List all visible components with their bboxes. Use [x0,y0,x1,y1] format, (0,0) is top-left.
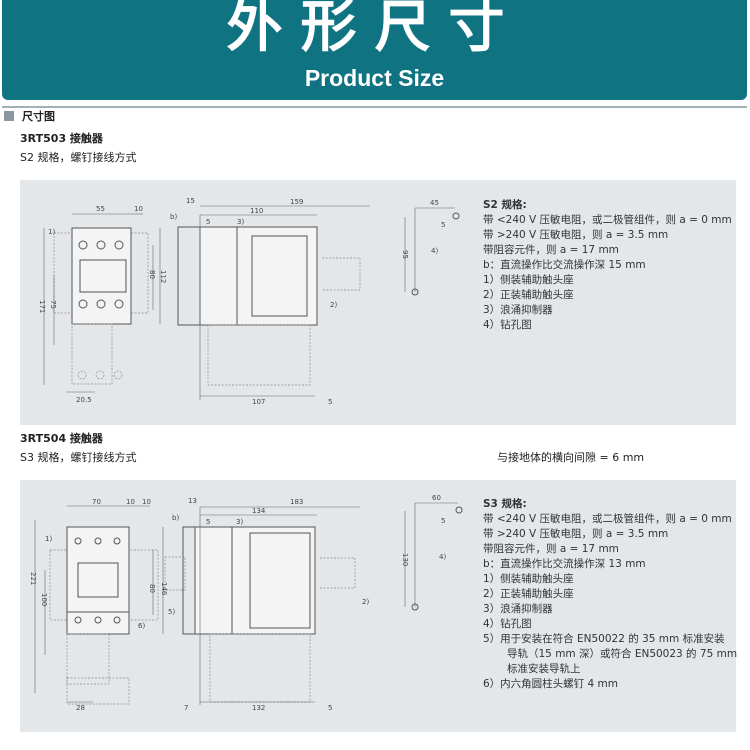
note-5: 5) [168,608,175,616]
s3-note: 3）浪涌抑制器 [483,603,553,615]
s2-subtitle: S2 规格，螺钉接线方式 [20,151,137,164]
s3-front-view [66,526,130,635]
dim-112: 112 [159,270,167,283]
dim-171: 171 [38,300,46,313]
s3-note: 标准安装导轨上 [507,663,581,675]
note-1: 1) [48,228,55,236]
title-en: Product Size [304,65,445,91]
dim-7: 7 [184,704,188,712]
label-b: b) [172,514,179,522]
dim-10b: 10 [142,498,151,506]
dim-130: 130 [401,553,409,566]
s3-note: 5）用于安装在符合 EN50022 的 35 mm 标准安装 [483,633,725,645]
dim-10: 10 [134,205,143,213]
s2-note: 3）浪涌抑制器 [483,304,553,316]
header-banner: 外形尺寸 Product Size [2,0,747,100]
s3-side-view [194,526,316,635]
note-2: 2) [330,301,337,309]
dim-80: 80 [148,584,156,593]
dim-183: 183 [290,498,303,506]
s3-clearance: 与接地体的横向间隙 = 6 mm [497,451,645,464]
label-b: b) [170,213,177,221]
s2-note: 带阻容元件，则 a = 17 mm [483,244,619,256]
dim-100: 100 [40,593,48,606]
dim-5-drill: 5 [441,221,445,229]
dim-5-drill: 5 [441,517,445,525]
note-4: 4) [431,247,438,255]
s3-drawing-panel: 70 10 10 221 100 80 146 28 1) 6) 13 b) 5… [20,480,737,732]
s3-note: 4）钻孔图 [483,618,532,630]
dim-5: 5 [206,218,210,226]
s2-note: 1）侧装辅助触头座 [483,274,574,286]
dim-5-right: 5 [328,704,332,712]
dim-15: 15 [186,197,195,205]
s3-note: 导轨（15 mm 深）或符合 EN50023 的 75 mm [507,648,738,660]
s3-note: 带阻容元件，则 a = 17 mm [483,543,619,555]
s3-note: b：直流操作比交流操作深 13 mm [483,558,646,570]
s3-subtitle: S3 规格，螺钉接线方式 [20,451,137,464]
s3-notes-title: S3 规格: [483,498,527,510]
s3-note: 2）正装辅助触头座 [483,588,574,600]
s3-model: 3RT504 接触器 [20,432,103,445]
dim-10a: 10 [126,498,135,506]
s2-drawing-panel: 55 10 171 75 80 112 20.5 1) 15 b) 5 3) 1… [20,180,736,425]
dim-70: 70 [92,498,101,506]
dim-5-right: 5 [328,398,332,406]
s2-note: 带 >240 V 压敏电阻，则 a = 3.5 mm [483,229,669,241]
dim-5: 5 [206,518,210,526]
dim-134: 134 [252,507,266,515]
dim-55: 55 [96,205,105,213]
note-6: 6) [138,622,145,630]
note-2: 2) [362,598,369,606]
dim-20-5: 20.5 [76,396,92,404]
s2-note: 带 <240 V 压敏电阻，或二极管组件，则 a = 0 mm [483,214,732,226]
s2-note: 2）正装辅助触头座 [483,289,574,301]
dim-132: 132 [252,704,265,712]
dim-45: 45 [430,199,439,207]
note-4: 4) [439,553,446,561]
dim-110: 110 [250,207,263,215]
dim-80: 80 [148,270,156,279]
section-title: 尺寸图 [22,110,55,123]
s2-notes-title: S2 规格: [483,199,527,211]
s3-notes: S3 规格: 带 <240 V 压敏电阻，或二极管组件，则 a = 0 mm 带… [483,497,737,692]
s3-note: 6）内六角圆柱头螺钉 4 mm [483,678,618,690]
note-3: 3) [237,218,244,226]
dim-95: 95 [401,250,409,259]
dim-75: 75 [49,300,57,309]
s3-note: 带 <240 V 压敏电阻，或二极管组件，则 a = 0 mm [483,513,732,525]
note-1: 1) [45,535,52,543]
title-zh: 外形尺寸 [226,0,523,60]
s3-note: 1）侧装辅助触头座 [483,573,574,585]
dim-146: 146 [160,582,168,596]
note-3: 3) [236,518,243,526]
dim-221: 221 [29,572,37,585]
dim-13: 13 [188,497,197,505]
divider [2,106,747,108]
dim-159: 159 [290,198,303,206]
dim-107: 107 [252,398,265,406]
s2-note: 4）钻孔图 [483,319,532,331]
s3-note: 带 >240 V 压敏电阻，则 a = 3.5 mm [483,528,669,540]
s2-note: b：直流操作比交流操作深 15 mm [483,259,646,271]
section-marker [4,111,14,121]
dim-28: 28 [76,704,85,712]
dim-60: 60 [432,494,441,502]
s2-model: 3RT503 接触器 [20,132,103,145]
s2-notes: S2 规格: 带 <240 V 压敏电阻，或二极管组件，则 a = 0 mm 带… [483,198,732,333]
s2-side-view [199,226,318,326]
s2-dimension-drawing: 55 10 171 75 80 112 20.5 1) 15 b) 5 3) 1… [38,197,460,406]
s3-dimension-drawing: 70 10 10 221 100 80 146 28 1) 6) 13 b) 5… [29,494,463,712]
